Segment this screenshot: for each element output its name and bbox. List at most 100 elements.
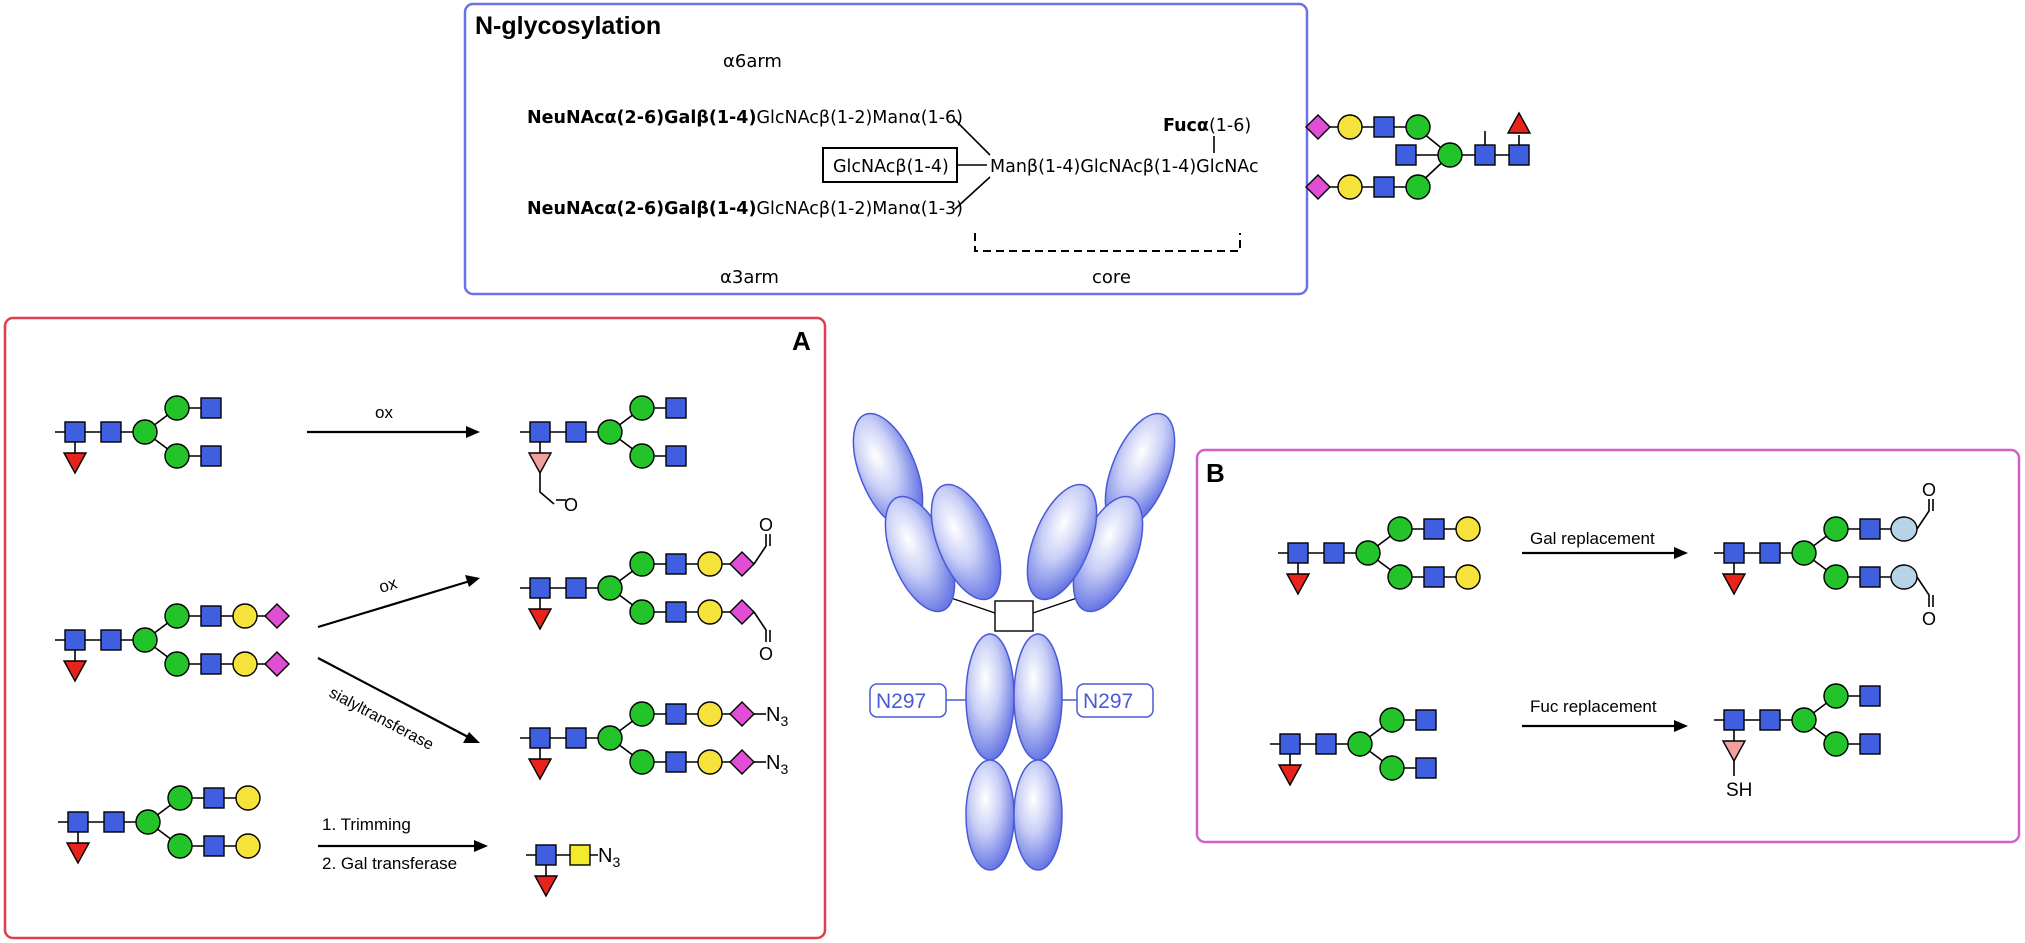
thiol-label: SH: [1726, 780, 1752, 801]
glcnac-square-icon: [1474, 144, 1496, 166]
sialic-acid-diamond-icon: [729, 551, 755, 577]
modified-galactose-circle-icon: [1890, 564, 1918, 590]
mannose-circle-icon: [597, 575, 623, 601]
glcnac-square-icon: [1859, 733, 1881, 755]
aldehyde-bond: [753, 611, 767, 642]
alpha6-arm-label: α6arm: [723, 51, 782, 72]
mannose-circle-icon: [1823, 683, 1849, 709]
b-glycan-thiol-fucose: SH: [1714, 683, 1881, 801]
glcnac-square-icon: [200, 397, 222, 419]
n297-right-label: N297: [1083, 690, 1133, 713]
glcnac-square-icon: [665, 751, 687, 773]
glcnac-square-icon: [103, 811, 125, 833]
sialic-acid-diamond-icon: [264, 651, 290, 677]
a-glycan-g0f: [55, 395, 222, 475]
galactose-circle-icon: [235, 833, 261, 859]
mannose-circle-icon: [629, 551, 655, 577]
glcnac-square-icon: [200, 653, 222, 675]
glcnac-square-icon: [200, 605, 222, 627]
mannose-circle-icon: [132, 419, 158, 445]
galactose-circle-icon: [697, 551, 723, 577]
glcnac-square-icon: [1723, 542, 1745, 564]
arrow-fuc-replacement-head: [1674, 720, 1688, 732]
glcnac-square-icon: [100, 629, 122, 651]
mannose-circle-icon: [1791, 540, 1817, 566]
glcnac-square-icon: [1859, 518, 1881, 540]
arrow-sialyltransferase-label: sialyltransferase: [326, 685, 436, 754]
fucose-triangle-icon: [65, 842, 91, 865]
aldehyde-bond: [1916, 499, 1930, 530]
panel-b: B OO SH Gal replacement Fuc replacement: [1195, 448, 2021, 844]
mannose-circle-icon: [1355, 540, 1381, 566]
azide-label: N3: [766, 704, 788, 729]
glcnac-square-icon: [1759, 542, 1781, 564]
fc-ch3-left: [965, 759, 1015, 871]
glcnac-square-icon: [1373, 116, 1395, 138]
galactose-circle-icon: [232, 651, 258, 677]
aldehyde-oxygen: O: [759, 644, 773, 664]
a-glycan-g2f: [58, 785, 261, 865]
glcnac-square-icon: [1859, 566, 1881, 588]
glcnac-square-icon: [1859, 685, 1881, 707]
galactose-circle-icon: [1455, 564, 1481, 590]
fc-ch2-left: [965, 633, 1015, 761]
glcnac-square-icon: [665, 445, 687, 467]
galactose-circle-icon: [697, 599, 723, 625]
glcnac-square-icon: [1415, 709, 1437, 731]
aldehyde-oxygen: O: [1922, 609, 1936, 629]
glcnac-square-icon: [64, 629, 86, 651]
arrow-trimming-head: [474, 840, 488, 852]
n297-left-box: [869, 683, 947, 718]
galactose-circle-icon: [232, 603, 258, 629]
glcnac-square-icon: [1423, 566, 1445, 588]
mannose-circle-icon: [164, 395, 190, 421]
gal-replacement-label: Gal replacement: [1530, 529, 1655, 548]
glcnac-square-icon: [1723, 709, 1745, 731]
bisecting-glcnac-square-icon: [1395, 144, 1417, 166]
panel-a-frame: [3, 316, 827, 940]
glcnac-square-icon: [529, 421, 551, 443]
glcnac-square-icon: [64, 421, 86, 443]
galnaz-square-icon: [569, 844, 591, 866]
mannose-circle-icon: [629, 749, 655, 775]
trimming-step: 1. Trimming: [322, 815, 411, 834]
fab-right-hinge-domain: [1026, 483, 1098, 601]
n297-left-label: N297: [876, 690, 926, 713]
a-glycan-oxidized-sialic: OO: [520, 515, 773, 664]
galactose-circle-icon: [235, 785, 261, 811]
glcnac-square-icon: [529, 577, 551, 599]
b-glycan-g0f: [1270, 707, 1437, 787]
n-glycosylation-title: N-glycosylation: [475, 12, 661, 40]
sialic-acid-diamond-icon: [264, 603, 290, 629]
glcnac-square-icon: [1279, 733, 1301, 755]
glcnac-square-icon: [565, 421, 587, 443]
azide-label: N3: [766, 752, 788, 777]
fucose-triangle-icon: [62, 452, 88, 475]
panel-b-frame: [1195, 448, 2021, 844]
glcnac-square-icon: [535, 844, 557, 866]
glcnac-square-icon: [67, 811, 89, 833]
thiol-fucose-triangle-icon: [1721, 740, 1747, 763]
arrow-ox-1-label: ox: [375, 403, 393, 422]
glcnac-square-icon: [1373, 176, 1395, 198]
galactose-circle-icon: [697, 749, 723, 775]
mannose-circle-icon: [1379, 755, 1405, 781]
alpha6-bond: [954, 119, 991, 156]
galactose-circle-icon: [697, 701, 723, 727]
panel-a-label: A: [792, 326, 811, 356]
fab-left-hinge-domain: [930, 483, 1002, 601]
sialic-acid-diamond-icon: [1305, 114, 1331, 140]
fuc-replacement-label: Fuc replacement: [1530, 697, 1657, 716]
mannose-circle-icon: [1379, 707, 1405, 733]
oxidized-fucose-triangle-icon: [527, 452, 553, 475]
fucose-triangle-icon: [62, 660, 88, 683]
mannose-circle-icon: [1823, 516, 1849, 542]
sialic-acid-diamond-icon: [729, 701, 755, 727]
mannose-circle-icon: [1437, 142, 1463, 168]
mannose-circle-icon: [629, 599, 655, 625]
glcnac-square-icon: [1287, 542, 1309, 564]
n297-right-box: [1076, 683, 1154, 718]
arrow-sialyltransferase-head: [463, 732, 480, 743]
n-glycan-symbol-structure: [1305, 111, 1532, 200]
